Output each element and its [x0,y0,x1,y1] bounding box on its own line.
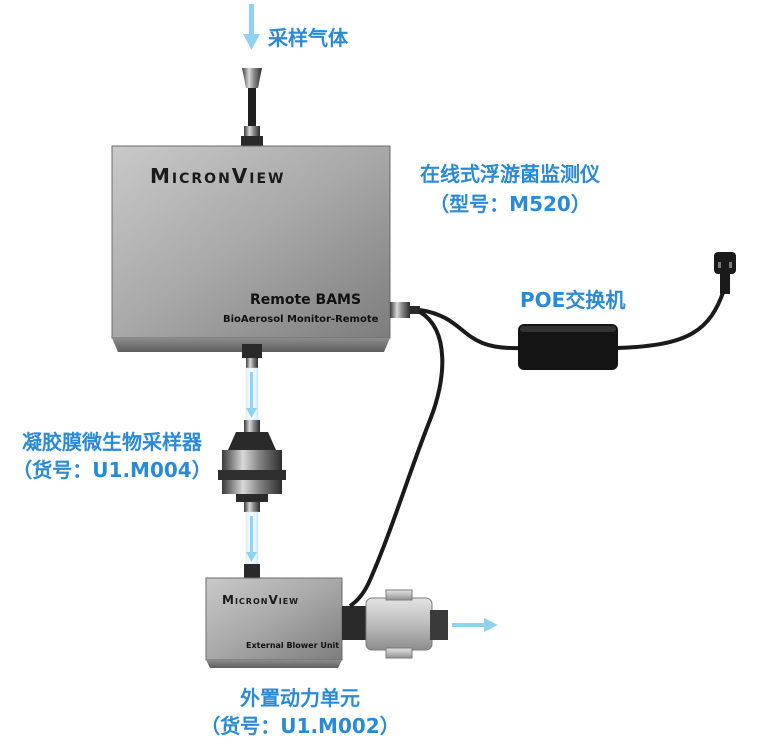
sampler-model-label: （货号：U1.M004） [12,458,212,482]
blower-model-label: （货号：U1.M002） [200,714,400,738]
sampler-name-label: 凝胶膜微生物采样器 [22,430,202,454]
poe-cable [419,308,521,351]
sampling-probe [241,68,263,146]
monitor-side-connector [390,302,420,318]
poe-switch-label: POE交换机 [520,288,626,312]
exhaust-pump-assembly [342,589,448,659]
monitor-name-label: 在线式浮游菌监测仪 [420,162,600,186]
monitor-product-name: Remote BAMS [250,292,362,308]
blower-name-label: 外置动力单元 [240,686,360,710]
blower-brand-logo: MicronView [222,593,299,607]
external-blower-device [205,577,343,668]
sample-gas-label: 采样气体 [268,26,348,50]
air-tube-lower [244,511,260,578]
mains-cable [615,289,726,350]
inlet-flow-arrow [243,4,260,50]
gel-membrane-sampler [218,420,286,512]
power-plug [714,252,736,294]
blower-power-cable [348,310,445,608]
monitor-brand-logo: MicronView [150,164,286,188]
poe-switch-device [518,324,618,370]
monitor-product-subtitle: BioAerosol Monitor-Remote [223,314,379,325]
monitor-model-label: （型号：M520） [429,192,591,216]
blower-product-name: External Blower Unit [246,641,340,650]
air-tube-upper [245,367,259,421]
monitor-outlet-connector [242,344,262,368]
exhaust-flow-arrow [452,618,498,632]
